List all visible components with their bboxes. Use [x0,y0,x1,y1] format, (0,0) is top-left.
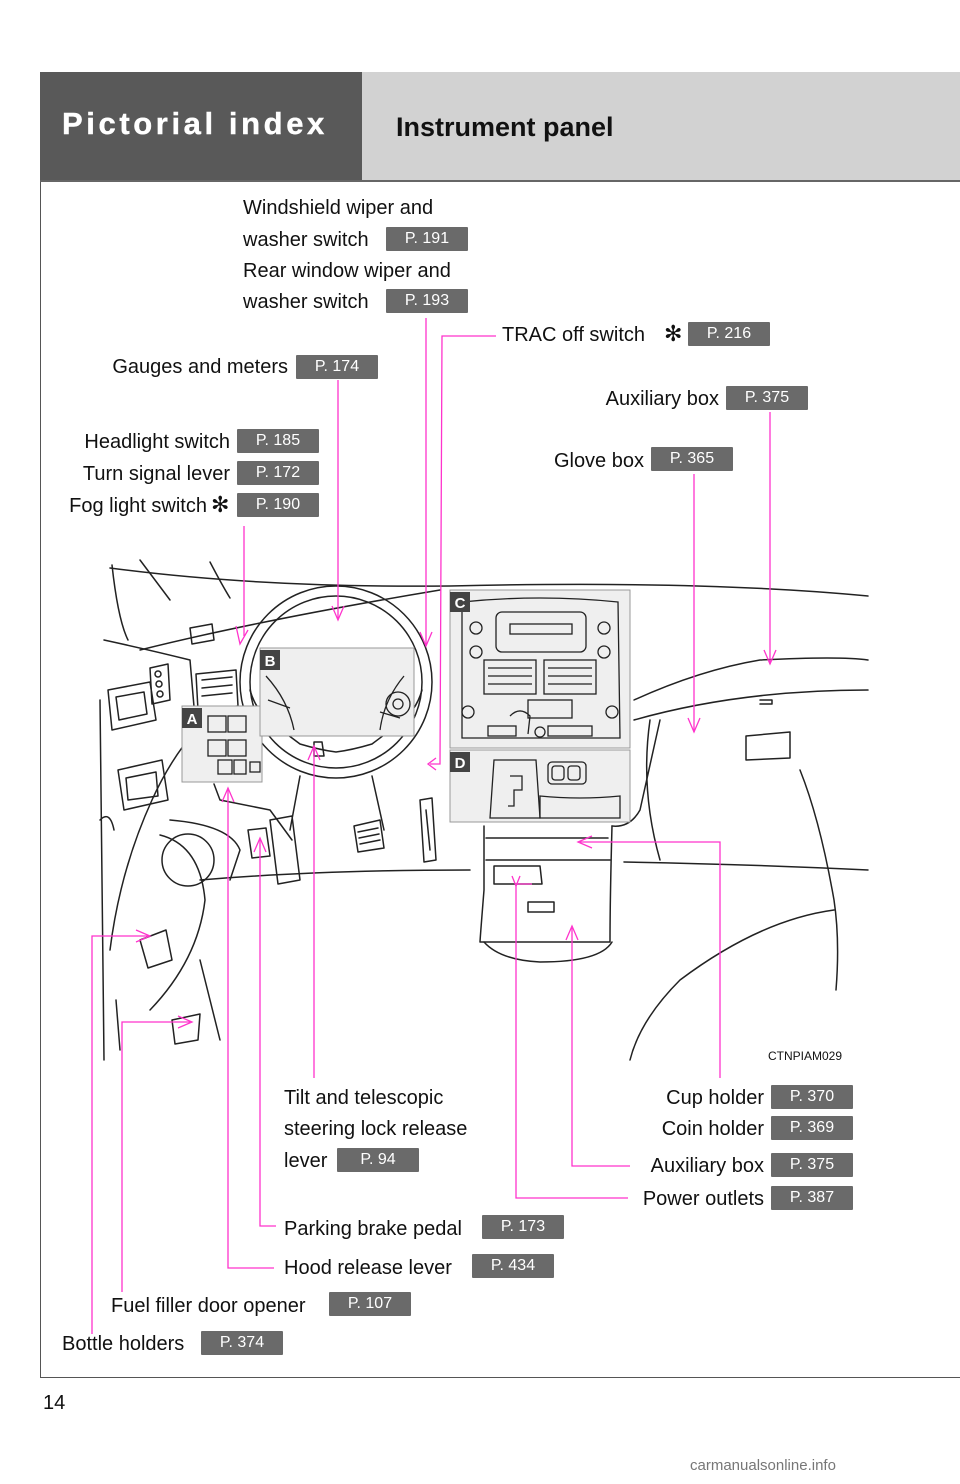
leader-fuel [121,1021,190,1292]
leader-bottle [91,935,148,1334]
arrow-cup [576,835,593,849]
aux-box-bottom-page-link[interactable]: P. 375 [771,1153,853,1177]
callout-c-letter: C [455,595,466,612]
gauges-label: Gauges and meters [112,356,288,378]
windshield-wiper-label-2: washer switch [243,229,369,251]
aux-box-top-page-link[interactable]: P. 375 [726,386,808,410]
fog-light-page-link[interactable]: P. 190 [237,493,319,517]
arrow-tilt [307,744,321,761]
figure-code: CTNPIAM029 [768,1049,843,1063]
rear-wiper-label-2: washer switch [243,291,369,313]
section-header [40,72,362,180]
fog-light-label: Fog light switch [69,495,207,517]
turn-signal-page-link[interactable]: P. 172 [237,461,319,485]
parking-brake-label: Parking brake pedal [284,1218,462,1240]
coin-holder-page-link[interactable]: P. 369 [771,1116,853,1140]
hood-release-page-link[interactable]: P. 434 [472,1254,554,1278]
leader-parking [259,840,276,1227]
tilt-label-2: steering lock release [284,1118,468,1140]
glove-box-label: Glove box [553,450,644,472]
parking-brake-page-link[interactable]: P. 173 [482,1215,564,1239]
arrow-trac [426,757,437,771]
arrow-bottle [135,929,152,943]
tilt-label-1: Tilt and telescopic [284,1087,444,1109]
rear-wiper-label-1: Rear window wiper and [243,260,451,282]
arrow-parking [253,836,267,853]
callout-letters: A B C D [182,592,470,772]
aux-box-top-label: Auxiliary box [605,388,719,410]
leader-aux-bottom [571,928,630,1167]
inset-b-panel [259,647,415,737]
cup-holder-page-link[interactable]: P. 370 [771,1085,853,1109]
fuel-filler-label: Fuel filler door opener [111,1295,306,1317]
power-outlets-label: Power outlets [642,1188,764,1210]
hood-release-label: Hood release lever [284,1257,452,1279]
dashboard-line-art [99,559,869,1061]
gauges-page-link[interactable]: P. 174 [296,355,378,379]
callout-a-letter: A [187,711,198,728]
coin-holder-label: Coin holder [661,1118,764,1140]
fuel-filler-page-link[interactable]: P. 107 [329,1292,411,1316]
watermark: carmanualsonline.info [690,1457,836,1474]
headlight-label: Headlight switch [84,431,230,453]
trac-off-page-link[interactable]: P. 216 [688,322,770,346]
header-divider [40,180,960,182]
inset-c-panel [449,589,631,749]
leader-hood [227,790,274,1269]
windshield-wiper-label-1: Windshield wiper and [243,197,434,219]
arrow-hood [221,786,235,803]
arrow-wiper [419,631,433,648]
arrow-fuel [177,1015,194,1029]
arrow-gauges [331,605,345,622]
page-title: Instrument panel [396,112,614,142]
glove-box-page-link[interactable]: P. 365 [651,447,733,471]
power-outlets-page-link[interactable]: P. 387 [771,1186,853,1210]
callout-a [182,708,202,728]
trac-off-label: TRAC off switch [502,324,645,346]
bottle-holders-page-link[interactable]: P. 374 [201,1331,283,1355]
leader-power [515,883,628,1199]
section-title: Pictorial index [62,106,328,141]
leader-cup [580,841,721,1078]
arrow-headlight [235,625,249,646]
aux-box-bottom-label: Auxiliary box [650,1155,764,1177]
callout-b-letter: B [265,653,276,670]
turn-signal-label: Turn signal lever [82,463,230,485]
callout-d-letter: D [455,755,466,772]
leader-trac [430,335,496,765]
tilt-label-3: lever [284,1150,328,1172]
tilt-page-link[interactable]: P. 94 [337,1148,419,1172]
leader-lines [91,318,777,1334]
arrow-aux-top [763,649,777,666]
arrow-power [511,875,521,888]
windshield-wiper-page-link[interactable]: P. 191 [386,227,468,251]
fog-light-optional-mark: ✻ [211,492,230,517]
inset-line-art [207,597,621,819]
title-header [362,72,960,180]
headlight-page-link[interactable]: P. 185 [237,429,319,453]
callout-d [450,752,470,772]
callout-c [450,592,470,612]
bottle-holders-label: Bottle holders [62,1333,185,1355]
arrow-aux-bottom [565,924,579,941]
page-number: 14 [43,1392,66,1414]
arrow-glove [687,717,701,734]
cup-holder-label: Cup holder [666,1087,764,1109]
trac-off-optional-mark: ✻ [664,321,683,346]
rear-wiper-page-link[interactable]: P. 193 [386,289,468,313]
callout-b [260,650,280,670]
